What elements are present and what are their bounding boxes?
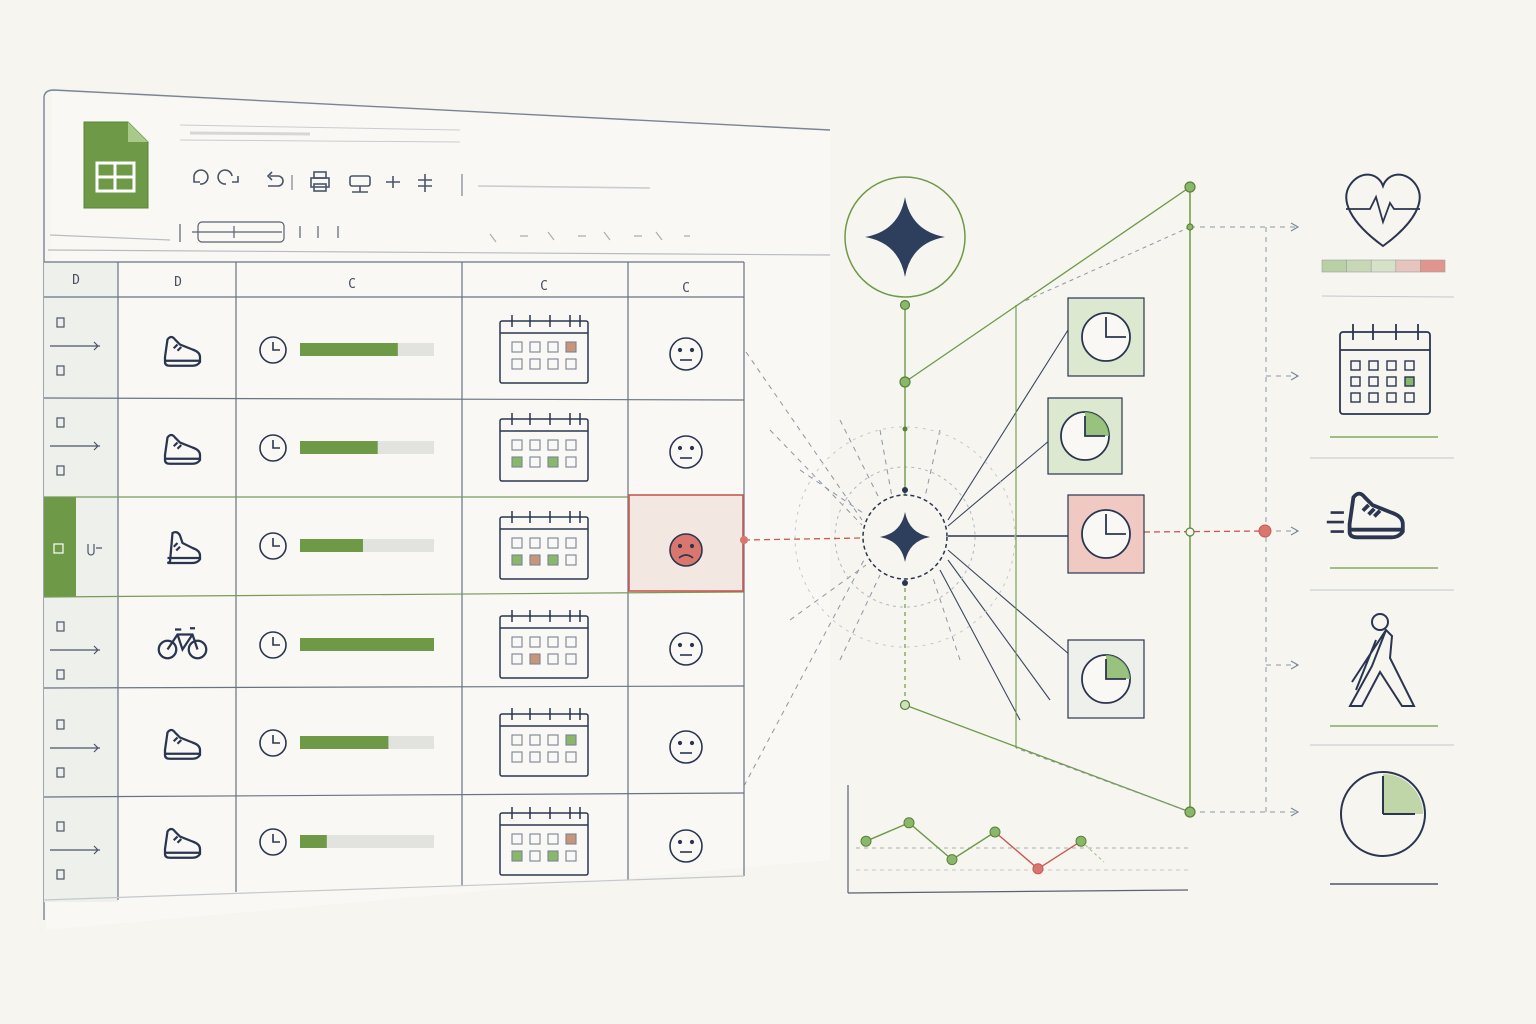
- duration-bar: [300, 343, 398, 356]
- clock-fill: [1106, 655, 1130, 679]
- clock-quarter-icon[interactable]: [1340, 771, 1426, 857]
- table-row[interactable]: [166, 494, 744, 592]
- heart-scale-segment: [1370, 259, 1397, 273]
- column-header-2[interactable]: C: [348, 277, 356, 292]
- duration-bar: [300, 638, 434, 651]
- selected-row-header[interactable]: [44, 497, 76, 597]
- sparkle-icon: [862, 494, 948, 580]
- trend-segment: [994, 831, 1039, 870]
- trend-extension: [1080, 840, 1105, 863]
- trend-point: [903, 817, 915, 829]
- clock-fill: [1085, 412, 1109, 436]
- trend-point: [1075, 835, 1087, 847]
- outputs: [1310, 173, 1455, 885]
- spreadsheet-window: D D C C C: [43, 89, 831, 930]
- redo-icon[interactable]: [217, 169, 239, 185]
- sheets-icon[interactable]: [83, 121, 149, 209]
- clock-tile[interactable]: [1067, 494, 1145, 574]
- bicycle-icon: [157, 627, 208, 660]
- neutral-face-icon[interactable]: [669, 435, 703, 469]
- calendar-icon: [499, 807, 589, 876]
- sparkle-icon: [844, 176, 966, 298]
- hub: [844, 176, 966, 580]
- trend-point: [1032, 863, 1044, 875]
- heart-scale: [1321, 259, 1446, 273]
- clock-icon: [259, 434, 287, 462]
- calendar-icon: [499, 315, 589, 384]
- undo-icon[interactable]: [193, 169, 209, 185]
- print-icon[interactable]: [310, 171, 330, 192]
- clock-tile[interactable]: [1067, 297, 1145, 377]
- sheet-rows: [157, 315, 744, 876]
- boot-icon: [166, 531, 202, 565]
- trend-segment: [908, 822, 953, 861]
- clock-icon: [259, 336, 287, 364]
- column-header-4[interactable]: C: [682, 281, 690, 296]
- calendar-icon: [499, 413, 589, 482]
- trend-point: [946, 854, 958, 866]
- trend-segment: [1037, 840, 1082, 870]
- duration-bar: [300, 835, 327, 848]
- clock-tiles: [1047, 297, 1145, 719]
- calendar-icon: [499, 511, 589, 580]
- column-headers: D D C C C: [72, 273, 690, 296]
- shoe-icon: [163, 433, 202, 465]
- calendar-icon: [499, 610, 589, 679]
- clock-icon: [259, 729, 287, 757]
- heart-scale-segment: [1395, 259, 1421, 273]
- row-headers: [50, 317, 102, 880]
- document-title-bar[interactable]: [179, 124, 461, 143]
- clock-icon: [259, 532, 287, 560]
- clock-icon: [259, 828, 287, 856]
- shoe-icon[interactable]: [1326, 491, 1405, 540]
- duration-bar: [300, 539, 363, 552]
- table-row[interactable]: [163, 315, 703, 384]
- duration-track: [300, 835, 434, 848]
- shoe-icon: [163, 728, 202, 760]
- formula-bar[interactable]: [47, 221, 831, 256]
- neutral-face-icon[interactable]: [669, 337, 703, 371]
- stretch-figure-icon[interactable]: [1348, 613, 1416, 707]
- paint-format-icon[interactable]: [349, 175, 400, 193]
- trend-point: [989, 826, 1001, 838]
- duration-bar: [300, 736, 389, 749]
- column-header-1[interactable]: D: [174, 275, 182, 290]
- toolbar: [193, 169, 651, 196]
- clock-icon: [259, 631, 287, 659]
- shoe-icon: [163, 335, 202, 367]
- heart-pulse-icon[interactable]: [1345, 173, 1421, 248]
- calendar-icon[interactable]: [1339, 324, 1431, 415]
- heart-scale-segment: [1346, 259, 1372, 273]
- neutral-face-icon[interactable]: [669, 829, 703, 863]
- heart-scale-segment: [1420, 259, 1446, 273]
- calendar-icon: [499, 708, 589, 777]
- table-row[interactable]: [163, 413, 703, 482]
- connectors: [740, 181, 1300, 818]
- trend-segment: [865, 822, 910, 842]
- neutral-face-icon[interactable]: [669, 632, 703, 666]
- duration-bar: [300, 441, 378, 454]
- trend-segment: [951, 831, 996, 861]
- neutral-face-icon[interactable]: [669, 730, 703, 764]
- table-row[interactable]: [163, 708, 703, 777]
- trend-point: [860, 835, 872, 847]
- heart-scale-segment: [1321, 259, 1347, 273]
- sheet-grid: [43, 261, 745, 902]
- table-row[interactable]: [163, 807, 703, 876]
- sad-face-icon[interactable]: [669, 533, 703, 567]
- trend-line: [860, 817, 1105, 875]
- clock-tile[interactable]: [1067, 639, 1145, 719]
- shoe-icon: [163, 827, 202, 859]
- trend-chart: [847, 785, 1189, 894]
- redo-icon[interactable]: [266, 171, 284, 187]
- table-row[interactable]: [157, 610, 703, 679]
- column-header-3[interactable]: C: [540, 279, 548, 294]
- format-icon[interactable]: [418, 174, 432, 192]
- column-header-0[interactable]: D: [72, 273, 80, 288]
- clock-tile[interactable]: [1047, 397, 1123, 475]
